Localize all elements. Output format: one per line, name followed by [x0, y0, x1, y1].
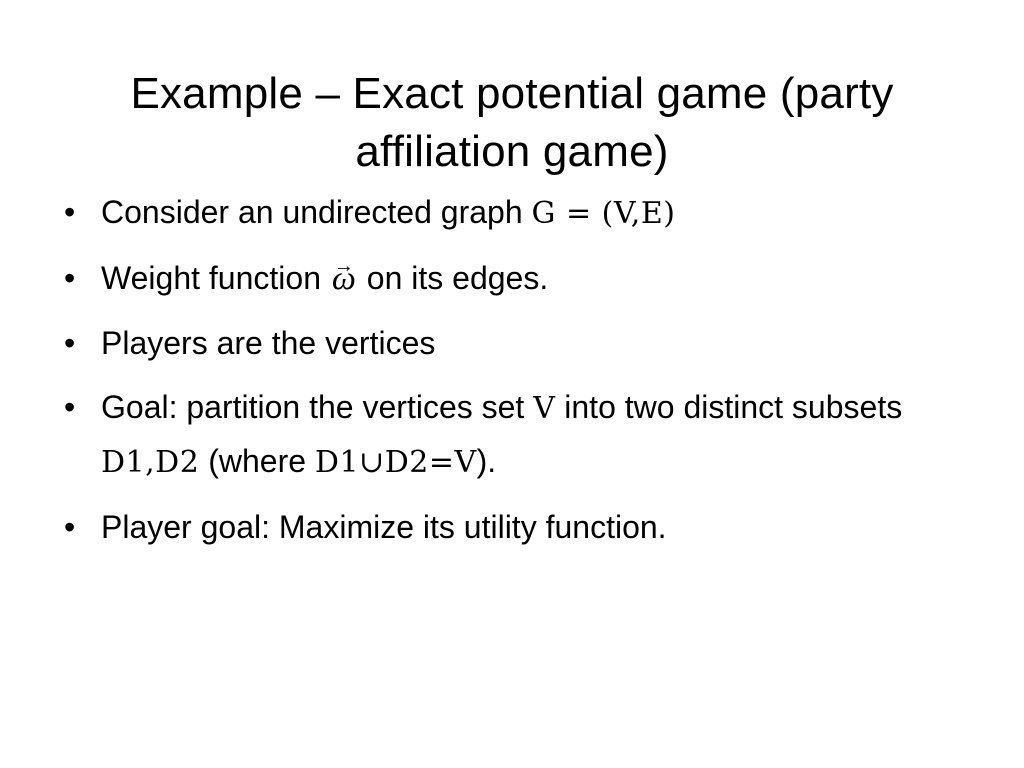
math-omega: ω — [331, 260, 356, 297]
bullet-text: (where — [199, 443, 315, 479]
bullet-list: • Consider an undirected graph G = (V,E)… — [64, 186, 964, 565]
bullet-item: • Goal: partition the vertices set V int… — [64, 381, 964, 489]
bullet-text: Goal: partition the vertices set — [101, 389, 534, 425]
bullet-text: into two distinct subsets — [555, 389, 903, 425]
bullet-dot: • — [64, 260, 76, 296]
slide-title: Example – Exact potential game (party af… — [40, 65, 984, 181]
bullet-dot: • — [64, 325, 76, 361]
title-line-1: Example – Exact potential game (party — [130, 69, 894, 119]
bullet-text: on its edges. — [357, 260, 549, 296]
math-omega-vector: →ω — [330, 252, 358, 305]
title-line-2: affiliation game) — [355, 127, 669, 177]
bullet-item: • Players are the vertices — [64, 317, 964, 369]
bullet-item: • Weight function →ω on its edges. — [64, 252, 964, 305]
math-subsets: D1,D2 — [101, 445, 200, 480]
bullet-text: Players are the vertices — [101, 325, 436, 361]
bullet-dot: • — [64, 389, 76, 425]
vector-arrow: → — [333, 255, 354, 277]
math-union: D1∪D2=V — [314, 445, 477, 480]
bullet-dot: • — [64, 509, 76, 545]
math-vertex-set: V — [533, 391, 556, 426]
bullet-text: ). — [476, 443, 497, 479]
bullet-item: • Player goal: Maximize its utility func… — [64, 501, 964, 553]
bullet-text: Consider an undirected graph — [101, 194, 532, 230]
bullet-dot: • — [64, 194, 76, 230]
bullet-item: • Consider an undirected graph G = (V,E) — [64, 186, 964, 240]
bullet-text: Weight function — [101, 260, 330, 296]
bullet-text: Player goal: Maximize its utility functi… — [101, 509, 667, 545]
math-graph-definition: G = (V,E) — [531, 196, 676, 231]
